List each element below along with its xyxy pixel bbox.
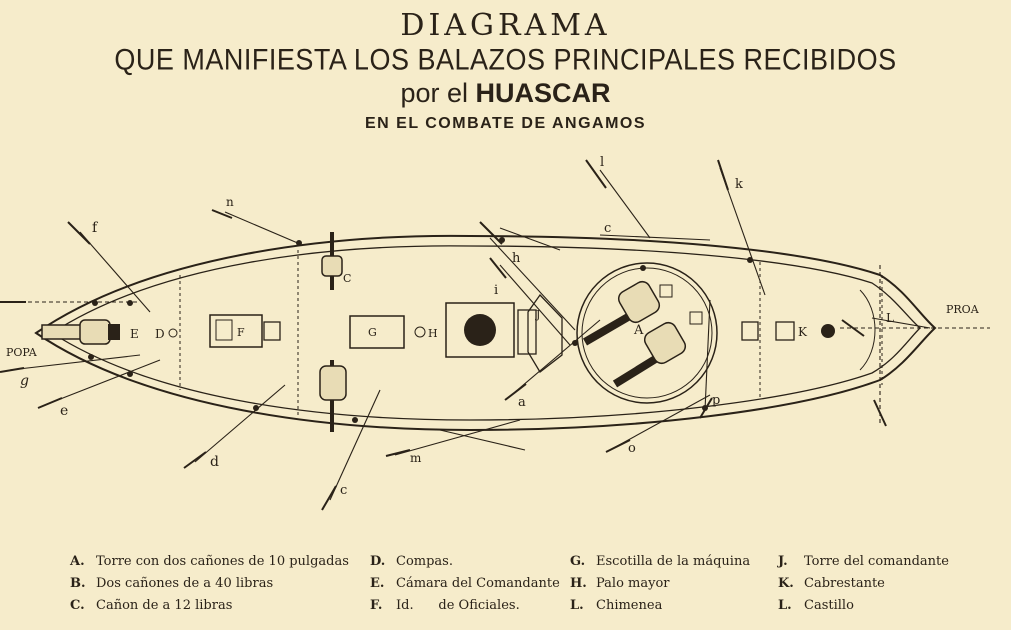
label-j: J bbox=[535, 308, 540, 321]
legend: A.Torre con dos cañones de 10 pulgadas B… bbox=[0, 551, 1011, 621]
title-subtitle: QUE MANIFIESTA LOS BALAZOS PRINCIPALES R… bbox=[114, 43, 897, 77]
title-ship-line: por el HUASCAR bbox=[0, 76, 1011, 110]
title-block: DIAGRAMA QUE MANIFIESTA LOS BALAZOS PRIN… bbox=[0, 8, 1011, 138]
label-popa: POPA bbox=[6, 346, 38, 359]
capstan-icon bbox=[821, 324, 835, 338]
turret-gun-top bbox=[582, 280, 661, 346]
turret-ring-inner bbox=[581, 267, 713, 399]
label-e: E bbox=[130, 327, 139, 341]
legend-item: F.Id. de Oficiales. bbox=[370, 598, 520, 613]
label-proa: PROA bbox=[946, 303, 980, 316]
shot-label-c: c bbox=[340, 483, 347, 498]
shot-label-o: o bbox=[628, 441, 636, 456]
ship-diagram: E D F C G H J A K L POPA PROA bbox=[0, 155, 990, 511]
shot-label-h: h bbox=[512, 251, 521, 266]
label-k: K bbox=[798, 325, 808, 339]
gun-b-bottom bbox=[319, 360, 347, 432]
turret-gun-bottom bbox=[612, 321, 687, 388]
legend-item: L.Chimenea bbox=[570, 598, 663, 613]
castillo-arc bbox=[859, 289, 876, 371]
commander-box bbox=[517, 309, 537, 355]
arrow-fletchings bbox=[0, 159, 887, 511]
cabin-inner bbox=[215, 319, 233, 341]
legend-item: E.Cámara del Comandante bbox=[370, 576, 560, 591]
title-ship-name: HUASCAR bbox=[475, 78, 611, 108]
label-l-castillo: L bbox=[886, 311, 894, 325]
funnel-box bbox=[445, 302, 515, 358]
shot-label-n: n bbox=[226, 195, 234, 209]
legend-column: D.Compas. E.Cámara del Comandante F.Id. … bbox=[370, 551, 560, 617]
legend-column: A.Torre con dos cañones de 10 pulgadas B… bbox=[70, 551, 349, 617]
title-combat: EN EL COMBATE DE ANGAMOS bbox=[364, 115, 647, 132]
label-f: F bbox=[237, 326, 245, 339]
shot-label-f: g bbox=[20, 373, 29, 389]
shot-label-e: e bbox=[60, 403, 68, 419]
turret-hatch bbox=[689, 311, 703, 325]
castillo-line bbox=[871, 317, 931, 329]
label-d: D bbox=[155, 327, 165, 341]
forward-box bbox=[741, 321, 759, 341]
label-a-turret: A bbox=[633, 323, 644, 338]
hit-points bbox=[88, 237, 753, 423]
shot-label-k: k bbox=[735, 177, 743, 192]
label-c-top: C bbox=[343, 272, 351, 285]
title-prefix: por el bbox=[400, 78, 469, 108]
legend-column: G.Escotilla de la máquina H.Palo mayor L… bbox=[570, 551, 750, 617]
legend-item: C.Cañon de a 12 libras bbox=[70, 598, 233, 613]
shot-label-a: a bbox=[518, 395, 526, 410]
stern-gun bbox=[41, 319, 120, 345]
legend-item: H.Palo mayor bbox=[570, 576, 670, 591]
legend-item: D.Compas. bbox=[370, 554, 453, 569]
label-h: H bbox=[428, 327, 438, 340]
turret-ring-outer bbox=[576, 262, 718, 404]
shot-label-g: f bbox=[92, 220, 99, 236]
officers-cabin bbox=[209, 314, 263, 348]
shot-label-i: i bbox=[494, 283, 498, 298]
shot-label-l: l bbox=[600, 155, 604, 170]
legend-item: A.Torre con dos cañones de 10 pulgadas bbox=[70, 554, 349, 569]
hatch-box bbox=[263, 321, 281, 341]
shot-label-b: c bbox=[604, 221, 611, 236]
shot-label-d: d bbox=[210, 454, 219, 470]
shot-label-p: p bbox=[712, 393, 720, 408]
legend-item: B.Dos cañones de a 40 libras bbox=[70, 576, 274, 591]
gun-c-top bbox=[321, 232, 343, 290]
shot-lines bbox=[0, 167, 990, 501]
funnel-icon bbox=[464, 314, 496, 346]
turret-hatch bbox=[659, 284, 673, 298]
shot-label-m: m bbox=[410, 451, 422, 465]
legend-item: L.Castillo bbox=[778, 598, 854, 613]
forward-box bbox=[775, 321, 795, 341]
mast-icon bbox=[414, 326, 426, 338]
title-diagrama: DIAGRAMA bbox=[400, 8, 611, 43]
label-g: G bbox=[368, 326, 377, 339]
legend-column: J.Torre del comandante K.Cabrestante L.C… bbox=[778, 551, 949, 617]
commander-tower bbox=[527, 293, 563, 373]
legend-item: J.Torre del comandante bbox=[778, 554, 949, 569]
legend-item: G.Escotilla de la máquina bbox=[570, 554, 751, 569]
engine-hatch bbox=[349, 315, 405, 349]
compass-icon bbox=[168, 328, 178, 338]
legend-item: K.Cabrestante bbox=[778, 576, 885, 591]
